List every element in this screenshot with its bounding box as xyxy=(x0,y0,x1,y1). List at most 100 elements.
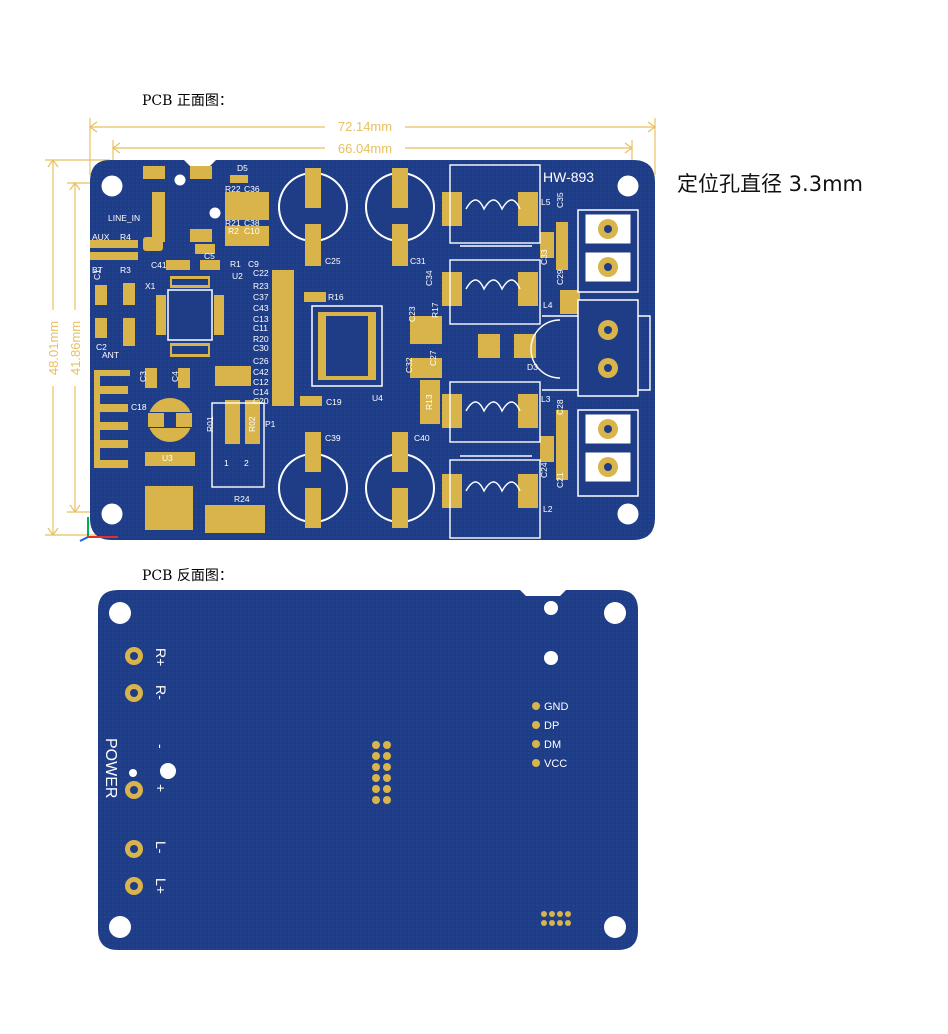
via-pad xyxy=(383,763,391,771)
silk-label-d5: D5 xyxy=(237,163,248,173)
back-vias xyxy=(372,741,571,926)
silk-label-c21: C21 xyxy=(555,472,565,488)
silk-label-c20: C20 xyxy=(253,396,269,406)
dim-width-inner: 66.04mm xyxy=(338,141,392,156)
silk-label-r20: R20 xyxy=(253,334,269,344)
via-pad xyxy=(549,920,555,926)
silk-label-c41: C41 xyxy=(151,260,167,270)
label-power-plus: + xyxy=(153,784,169,792)
silk-label-c26: C26 xyxy=(253,356,269,366)
silk-label-c22: C22 xyxy=(253,268,269,278)
silk-label-r2: R2 xyxy=(228,226,239,236)
silk-label-u3: U3 xyxy=(162,453,173,463)
silk-label-c23: C23 xyxy=(407,306,417,322)
silk-label-c30: C30 xyxy=(253,343,269,353)
label-r-plus: R+ xyxy=(153,648,169,666)
silk-label-r01: R01 xyxy=(205,416,215,432)
dim-width-outer: 72.14mm xyxy=(338,119,392,134)
silk-label-c2: C2 xyxy=(96,342,107,352)
via-pad xyxy=(372,752,380,760)
silk-label-c29: C29 xyxy=(555,269,565,285)
via-pad xyxy=(565,920,571,926)
via-pad xyxy=(372,741,380,749)
silk-label-c3: C3 xyxy=(138,371,148,382)
silk-label-c13: C13 xyxy=(253,314,269,324)
via-pad xyxy=(383,785,391,793)
front-caption: PCB 正面图： xyxy=(142,93,233,109)
silk-label-c35: C35 xyxy=(555,192,565,208)
via-pad xyxy=(541,920,547,926)
silk-label-c24: C24 xyxy=(539,462,549,478)
silk-label-c5: C5 xyxy=(204,251,215,261)
back-mounting-holes xyxy=(109,601,626,938)
silk-label-d3: D3 xyxy=(527,362,538,372)
silk-label-c40: C40 xyxy=(414,433,430,443)
via-pad xyxy=(565,911,571,917)
via-pad xyxy=(372,785,380,793)
silk-label-l4: L4 xyxy=(543,300,553,310)
pin-number-1: 1 xyxy=(224,458,229,468)
silk-label-c43: C43 xyxy=(253,303,269,313)
back-caption: PCB 反面图： xyxy=(142,568,233,584)
label-dm: DM xyxy=(544,739,561,751)
silk-label-c25: C25 xyxy=(325,256,341,266)
silk-label-ant: ANT xyxy=(102,350,119,360)
silk-label-c1: C1 xyxy=(92,269,102,280)
label-l-minus: L- xyxy=(153,841,169,854)
silk-label-line-in: LINE_IN xyxy=(108,213,140,223)
silk-label-r1: R1 xyxy=(230,259,241,269)
silk-label-c37: C37 xyxy=(253,292,269,302)
label-dp: DP xyxy=(544,720,559,732)
silk-label-r16: R16 xyxy=(328,292,344,302)
via-pad xyxy=(372,796,380,804)
silk-label-c9: C9 xyxy=(248,259,259,269)
axis-marker-icon xyxy=(79,517,118,542)
silk-label-l2: L2 xyxy=(543,504,553,514)
silk-label-r21: R21 xyxy=(225,218,241,228)
silk-label-c38: C38 xyxy=(244,218,260,228)
silk-label-r02: R02 xyxy=(247,416,257,432)
via-pad xyxy=(383,752,391,760)
label-gnd: GND xyxy=(544,701,569,713)
via-pad xyxy=(372,774,380,782)
silk-label-c10: C10 xyxy=(244,226,260,236)
via-pad xyxy=(557,920,563,926)
silk-label-c12: C12 xyxy=(253,377,269,387)
label-power-minus: - xyxy=(153,744,169,749)
via-pad xyxy=(541,911,547,917)
front-copper xyxy=(90,166,580,533)
silk-label-x1: X1 xyxy=(145,281,156,291)
label-l-plus: L+ xyxy=(153,878,169,894)
silk-label-c28: C28 xyxy=(555,399,565,415)
dim-height-inner: 41.86mm xyxy=(68,321,83,375)
label-power: POWER xyxy=(102,738,119,798)
back-board xyxy=(98,590,638,950)
silk-label-r24: R24 xyxy=(234,494,250,504)
silk-label-aux: AUX xyxy=(92,232,110,242)
silk-label-c27: C27 xyxy=(428,350,438,366)
silk-label-c18: C18 xyxy=(131,402,147,412)
silk-label-r17: R17 xyxy=(430,302,440,318)
front-silkscreen-labels: HW-893 xyxy=(543,169,594,185)
terminal-blocks xyxy=(577,209,639,497)
front-mounting-holes xyxy=(100,173,640,526)
via-pad xyxy=(383,741,391,749)
back-silkscreen: R+ R- - POWER + L- L+ GND DP DM VCC xyxy=(102,648,569,894)
silk-label-bt: BT xyxy=(92,265,103,275)
silk-label-r23: R23 xyxy=(253,281,269,291)
silk-label-r4: R4 xyxy=(120,232,131,242)
back-pads xyxy=(125,647,540,895)
via-pad xyxy=(549,911,555,917)
silk-label-u4: U4 xyxy=(372,393,383,403)
silk-label-c36: C36 xyxy=(244,184,260,194)
silk-label-c31: C31 xyxy=(410,256,426,266)
label-r-minus: R- xyxy=(153,685,169,700)
via-pad xyxy=(372,763,380,771)
silk-label-c33: C33 xyxy=(539,249,549,265)
pin-number-2: 2 xyxy=(244,458,249,468)
silk-label-p1: P1 xyxy=(265,419,276,429)
silk-label-c39: C39 xyxy=(325,433,341,443)
silk-label-c11: C11 xyxy=(253,323,268,333)
